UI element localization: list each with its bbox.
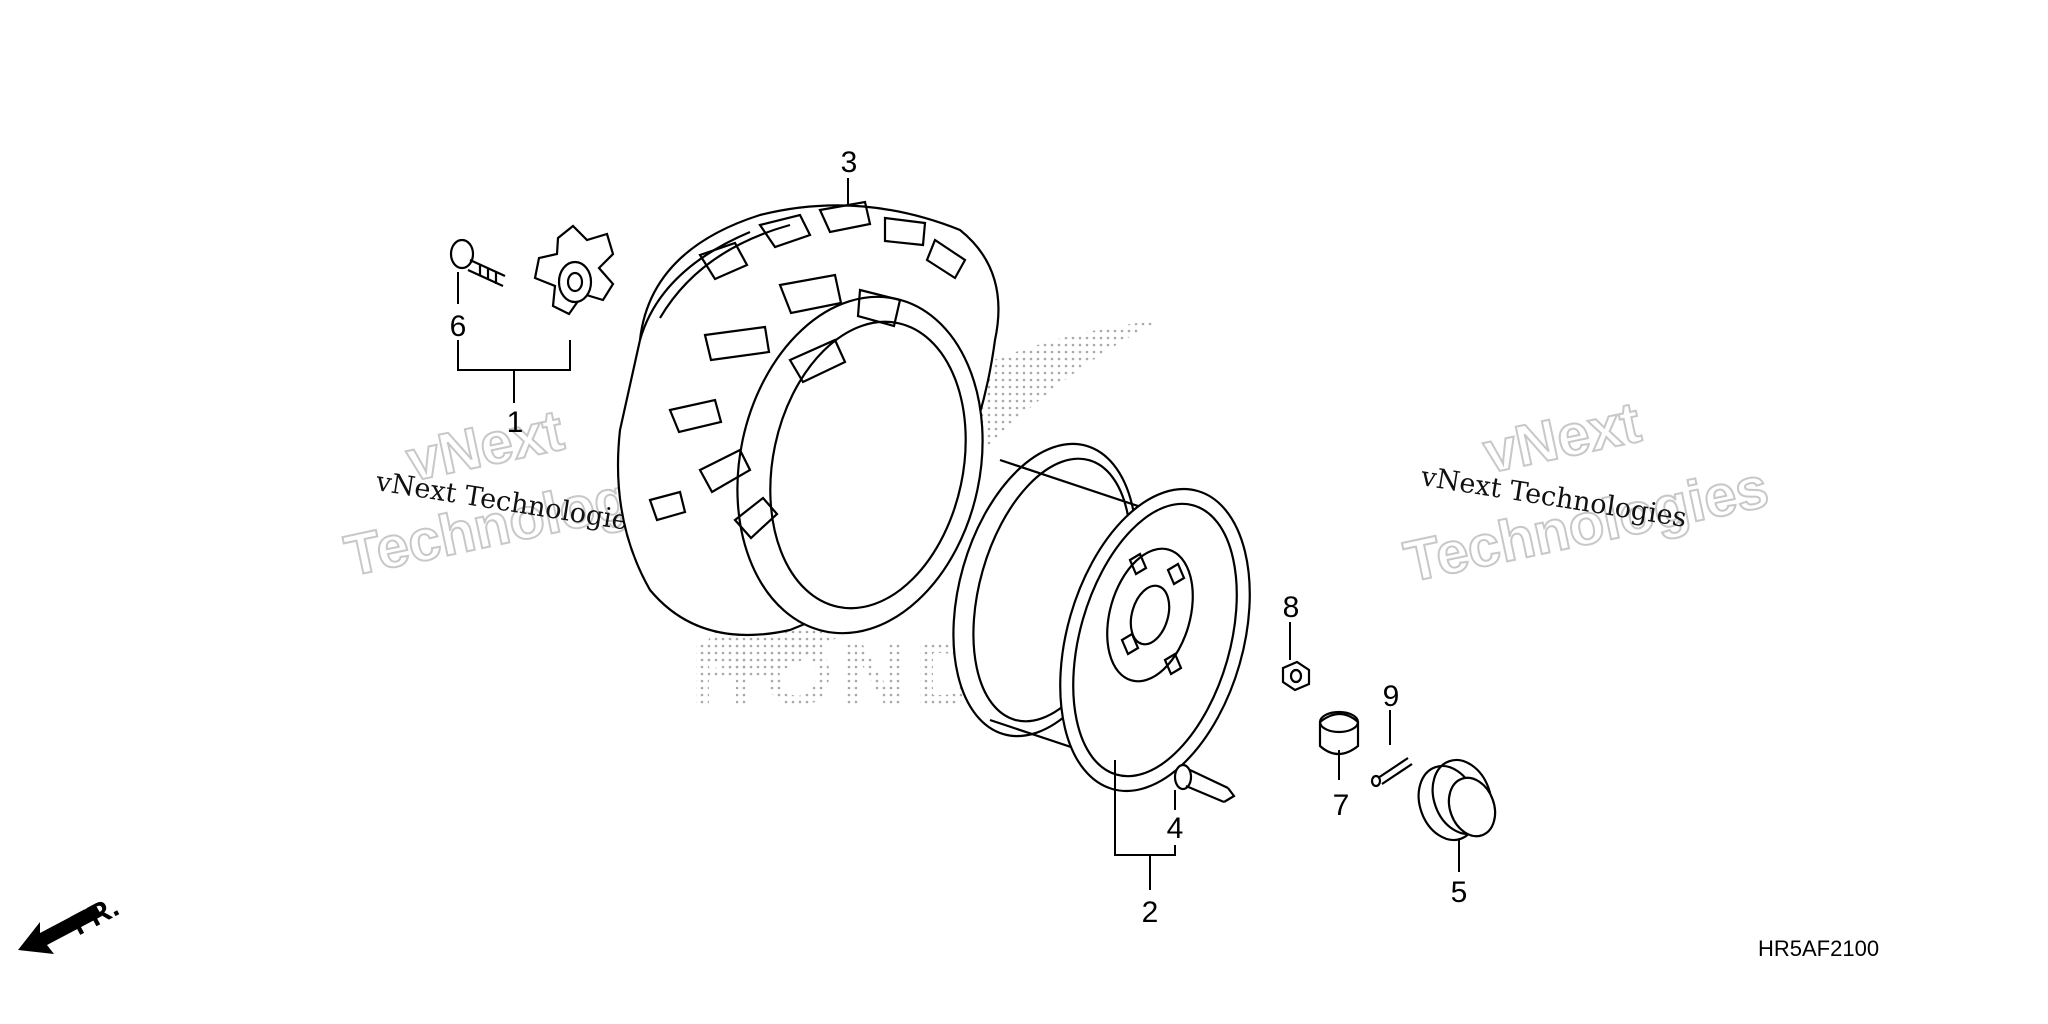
callouts: 1 2 3 4 5 6 7 8 9 (450, 146, 1468, 929)
valve-stem (1173, 763, 1236, 804)
hub-plate (533, 224, 615, 316)
callout-8: 8 (1283, 591, 1300, 624)
callout-3: 3 (841, 146, 858, 179)
castle-nut (1318, 710, 1360, 756)
nut (1281, 660, 1311, 692)
leader-lines (457, 178, 1460, 890)
arrow-left-down-icon (18, 904, 102, 954)
callout-1: 1 (507, 406, 524, 439)
callout-9: 9 (1383, 680, 1400, 713)
callout-6: 6 (450, 310, 467, 343)
front-indicator-label: FR. (66, 890, 124, 942)
callout-2: 2 (1142, 896, 1159, 929)
cotter-pin (1370, 757, 1413, 788)
tire (616, 200, 1000, 637)
diagram-reference-code: HR5AF2100 (1758, 936, 1879, 961)
watermark-right-line1: vNext (1478, 390, 1646, 486)
wheel-rim (952, 442, 1251, 793)
wheel-bolt (449, 238, 506, 288)
callout-5: 5 (1451, 876, 1468, 909)
callout-4: 4 (1167, 812, 1184, 845)
front-direction-arrow: FR. (18, 890, 124, 954)
hub-cap (1417, 758, 1497, 842)
callout-7: 7 (1333, 789, 1350, 822)
